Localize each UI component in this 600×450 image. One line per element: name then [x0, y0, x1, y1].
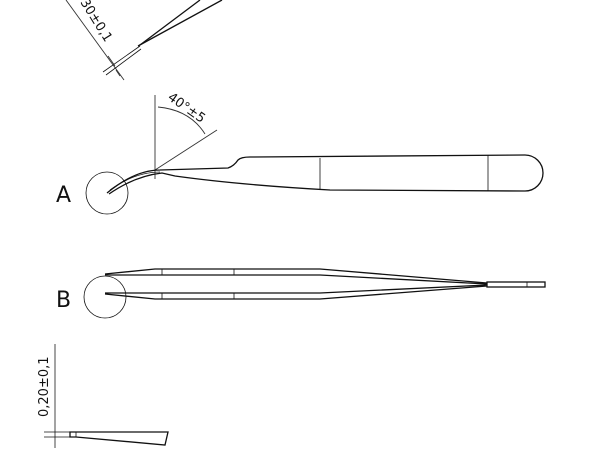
view-b-label: B	[56, 288, 71, 313]
bend-angle-label: 40°±5	[165, 90, 208, 127]
tip-detail-bottom: 0,20±0,1	[37, 344, 169, 448]
view-a-side: A 40°±5	[56, 90, 544, 215]
tip-thickness-bottom-label: 0,20±0,1	[37, 356, 52, 417]
tip-detail-top: 30±0,1	[65, 0, 223, 81]
view-a-label: A	[56, 183, 71, 208]
view-b-top: B	[56, 268, 546, 319]
detail-circle-a	[85, 171, 129, 215]
detail-circle-b	[83, 275, 127, 319]
